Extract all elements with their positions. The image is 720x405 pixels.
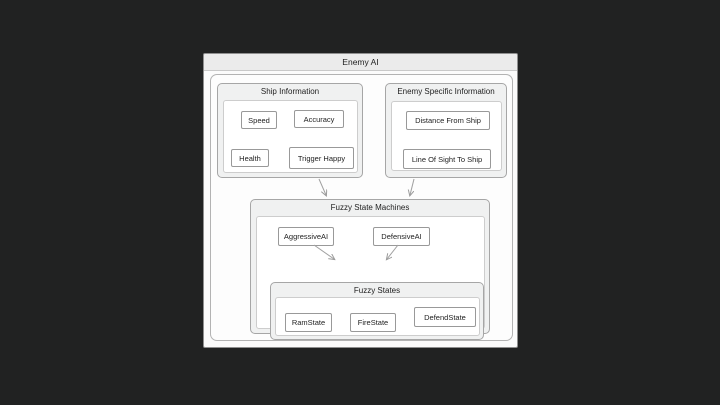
group-fuzzy-state-machines-body: AggressiveAI DefensiveAI Fuzzy States Ra… bbox=[256, 216, 485, 340]
group-enemy-specific-information: Enemy Specific Information Distance From… bbox=[385, 83, 507, 178]
group-enemy-specific-information-title: Enemy Specific Information bbox=[397, 87, 495, 96]
group-fuzzy-state-machines-title: Fuzzy State Machines bbox=[330, 203, 410, 212]
node-trigger-happy: Trigger Happy bbox=[289, 147, 354, 169]
node-ram-state: RamState bbox=[285, 313, 332, 332]
group-ship-information-title: Ship Information bbox=[260, 87, 320, 96]
node-defend-state: DefendState bbox=[414, 307, 476, 327]
node-defensive-ai: DefensiveAI bbox=[373, 227, 430, 246]
group-ship-information-body: Speed Accuracy Health Trigger Happy bbox=[223, 100, 358, 173]
enemy-ai-title: Enemy AI bbox=[342, 57, 379, 67]
node-line-of-sight-to-ship: Line Of Sight To Ship bbox=[403, 149, 491, 169]
group-fuzzy-states-title: Fuzzy States bbox=[353, 286, 401, 295]
enemy-ai-diagram: Enemy AI Ship Information Speed Accuracy… bbox=[203, 53, 518, 348]
node-fire-state: FireState bbox=[350, 313, 396, 332]
group-fuzzy-states: Fuzzy States RamState FireState DefendSt… bbox=[270, 282, 484, 340]
enemy-ai-title-bar: Enemy AI bbox=[204, 54, 517, 71]
node-health: Health bbox=[231, 149, 269, 167]
group-enemy-specific-information-body: Distance From Ship Line Of Sight To Ship bbox=[391, 101, 502, 171]
group-fuzzy-states-body: RamState FireState DefendState bbox=[275, 297, 480, 336]
node-accuracy: Accuracy bbox=[294, 110, 344, 128]
node-distance-from-ship: Distance From Ship bbox=[406, 111, 490, 130]
group-fuzzy-state-machines: Fuzzy State Machines AggressiveAI Defens… bbox=[250, 199, 490, 340]
node-aggressive-ai: AggressiveAI bbox=[278, 227, 334, 246]
node-speed: Speed bbox=[241, 111, 277, 129]
group-ship-information: Ship Information Speed Accuracy Health T… bbox=[217, 83, 363, 178]
